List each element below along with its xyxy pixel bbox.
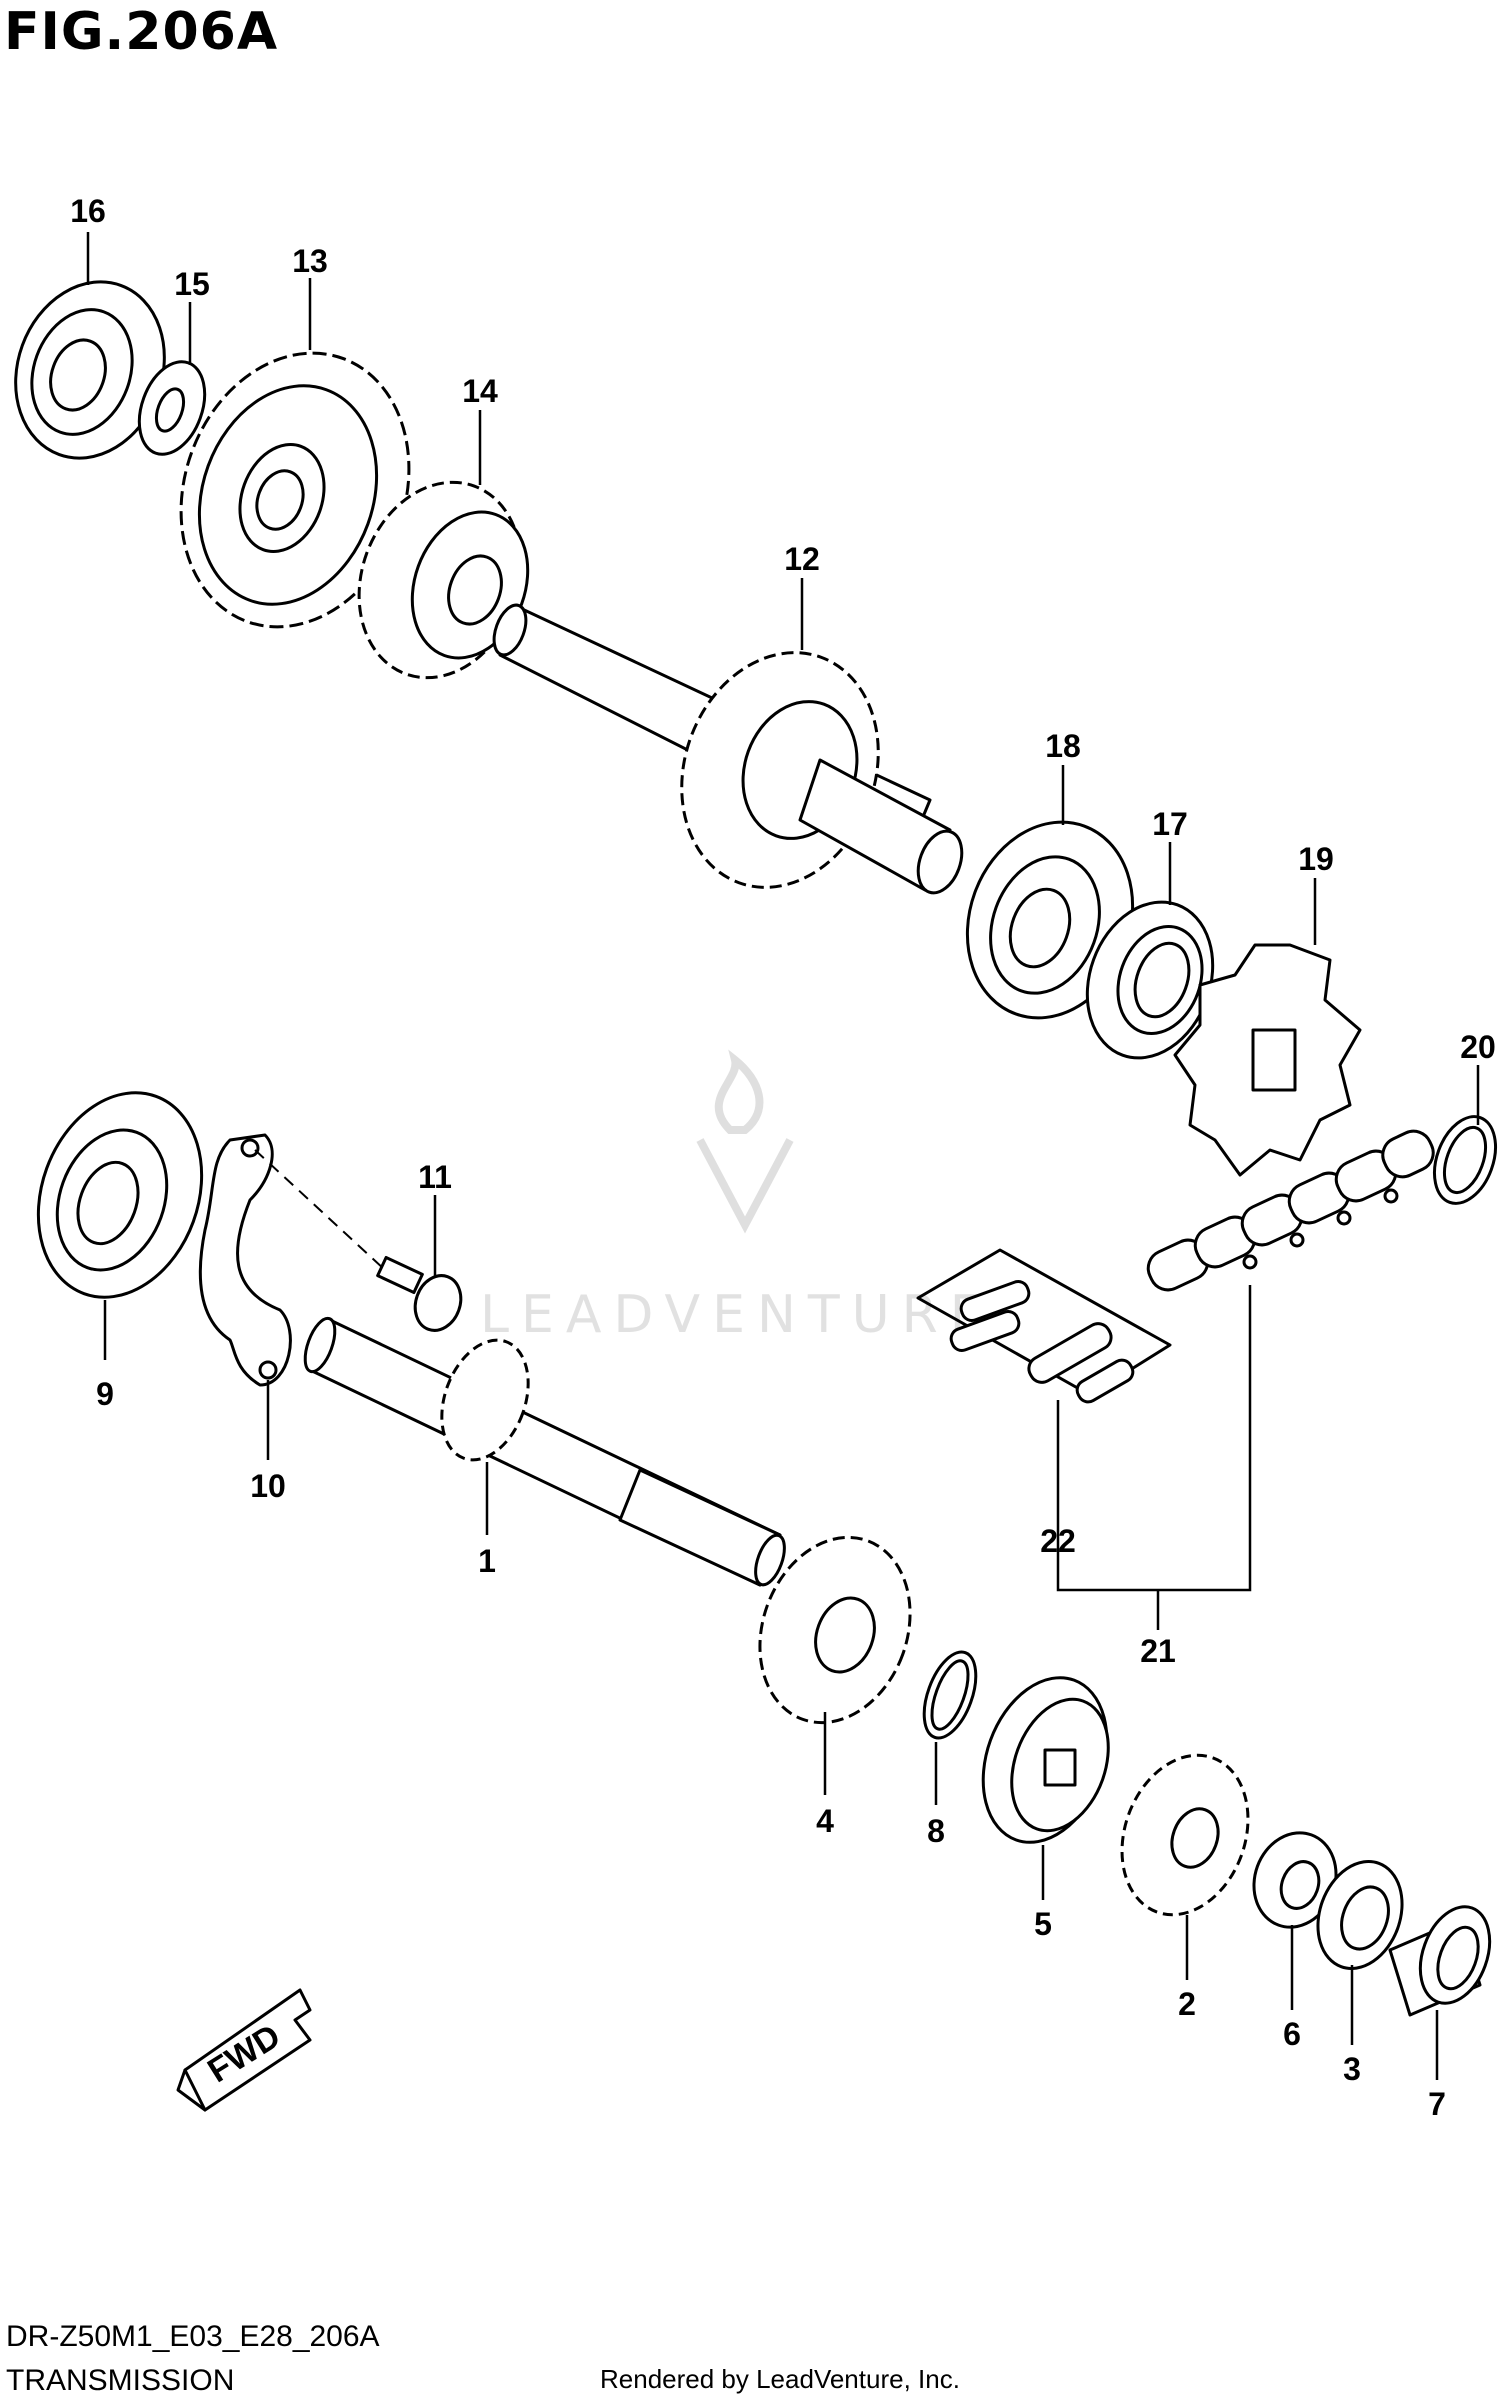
watermark-text: LEADVENTURE — [480, 1285, 995, 1345]
part-10-bearing-retainer[interactable] — [198, 1133, 292, 1387]
callout-12: 12 — [784, 541, 820, 577]
callout-17: 17 — [1152, 806, 1188, 842]
callout-3: 3 — [1343, 2051, 1361, 2087]
callout-5: 5 — [1034, 1906, 1052, 1942]
part-19-sprocket[interactable] — [1173, 943, 1362, 1177]
figure-title: FIG.206A — [4, 2, 279, 62]
part-11-screw[interactable] — [254, 1149, 468, 1337]
callout-10: 10 — [250, 1468, 286, 1504]
callout-22: 22 — [1040, 1523, 1076, 1559]
part-20-circlip[interactable] — [1423, 1108, 1500, 1212]
fwd-arrow-icon: FWD — [176, 1988, 312, 2112]
part-15-washer[interactable] — [127, 353, 216, 464]
callout-labels: 16 15 13 14 12 18 17 19 20 11 9 10 1 4 8… — [70, 193, 1496, 2122]
part-5-shift-dog[interactable] — [961, 1660, 1128, 1859]
callout-2: 2 — [1178, 1986, 1196, 2022]
callout-11: 11 — [418, 1159, 452, 1195]
callout-6: 6 — [1283, 2016, 1301, 2052]
part-22-chain-joint-kit[interactable] — [916, 1248, 1172, 1406]
callout-7: 7 — [1428, 2086, 1446, 2122]
part-16-bearing[interactable] — [0, 261, 188, 479]
callout-1: 1 — [478, 1543, 496, 1579]
part-21-drive-chain[interactable] — [1142, 1125, 1439, 1295]
footer-model-code: DR-Z50M1_E03_E28_206A — [6, 2320, 380, 2353]
watermark-logo — [696, 1049, 794, 1234]
callout-15: 15 — [174, 266, 210, 302]
callout-20: 20 — [1460, 1029, 1496, 1065]
callout-21: 21 — [1140, 1633, 1176, 1669]
callout-8: 8 — [927, 1813, 945, 1849]
part-3-washer[interactable] — [1304, 1850, 1417, 1981]
part-4-gear[interactable] — [735, 1516, 935, 1744]
footer-credit: Rendered by LeadVenture, Inc. — [600, 2364, 960, 2394]
part-8-circlip[interactable] — [914, 1645, 986, 1745]
part-12-countershaft[interactable] — [488, 601, 970, 915]
footer-section-name: TRANSMISSION — [6, 2364, 235, 2397]
part-1-main-shaft[interactable] — [299, 1315, 790, 1589]
part-6-bushing[interactable] — [1241, 1821, 1349, 1939]
callout-18: 18 — [1045, 728, 1081, 764]
callout-16: 16 — [70, 193, 106, 229]
callout-9: 9 — [96, 1376, 114, 1412]
part-2-gear[interactable] — [1101, 1737, 1270, 1932]
callout-4: 4 — [816, 1803, 834, 1839]
leader-lines — [86, 232, 1480, 2080]
callout-19: 19 — [1298, 841, 1334, 877]
callout-13: 13 — [292, 243, 328, 279]
part-7-needle-bearing[interactable] — [1388, 1897, 1500, 2017]
part-9-bearing[interactable] — [11, 1070, 229, 1321]
callout-14: 14 — [462, 373, 498, 409]
